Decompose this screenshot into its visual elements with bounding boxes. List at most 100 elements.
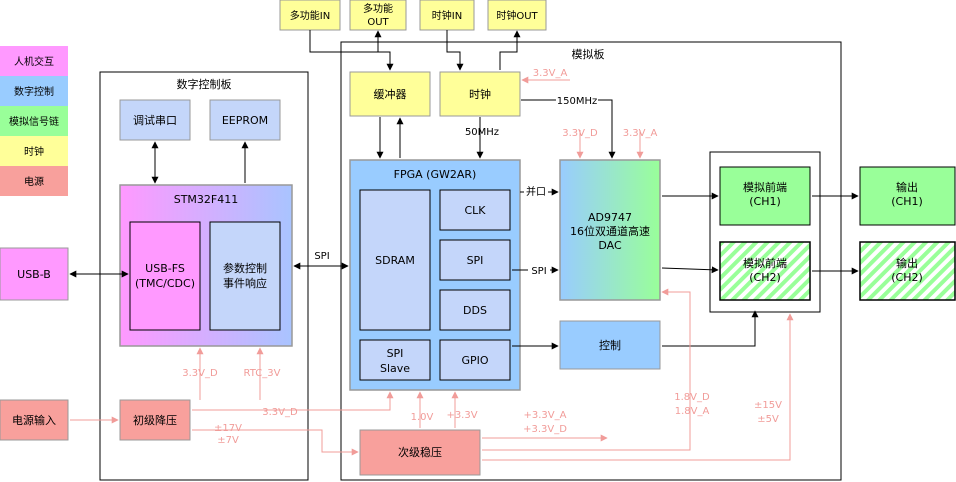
- afe-ch1-label-1: 模拟前端: [743, 180, 787, 194]
- multi-in-to-buffer: [309, 30, 394, 71]
- legend-label-analog: 模拟信号链: [9, 115, 59, 128]
- usbfs-box: [129, 221, 201, 331]
- analog-board-title: 模拟板: [572, 47, 605, 61]
- fpga-gpio-label: GPIO: [461, 354, 488, 367]
- control-to-afe: [662, 310, 759, 347]
- afe-ch2-label-2: (CH2): [749, 271, 781, 284]
- spi-dac-label: SPI: [531, 266, 546, 277]
- output-ch2-box: [859, 241, 956, 301]
- output-ch1-label-1: 输出: [896, 180, 918, 194]
- fpga-clk-box: [439, 189, 511, 231]
- usbfs-label-1: USB-FS: [145, 262, 185, 275]
- buffer-box: [349, 71, 431, 117]
- pwr-label-33d-out: +3.3V_D: [523, 424, 567, 435]
- dac-label-2: 16位双通道高速: [570, 224, 650, 238]
- pwr-label-dac-33d: 3.3V_D: [562, 128, 598, 139]
- clk-out-label: 时钟OUT: [496, 9, 538, 22]
- afe-ch1-label-2: (CH1): [749, 195, 781, 208]
- clock-to-dac: [521, 99, 616, 159]
- legend-swatch-clock: [0, 136, 68, 166]
- afe-ch1-box: [719, 166, 811, 226]
- spi-slave-box: [359, 339, 431, 381]
- dac-label-1: AD9747: [588, 211, 632, 224]
- fpga-dds-box: [439, 289, 511, 331]
- fpga-label: FPGA (GW2AR): [394, 168, 477, 181]
- digital-board-title: 数字控制板: [177, 77, 232, 91]
- control-label: 控制: [599, 338, 621, 352]
- eeprom-box: [209, 99, 281, 141]
- legend-label-clock: 时钟: [24, 145, 44, 158]
- pwr-15v: [482, 313, 794, 461]
- analog-board-frame: [340, 41, 842, 481]
- pwr-label-clock-33a: 3.3V_A: [533, 68, 568, 79]
- power-connectors: [70, 76, 794, 461]
- spi-dac-label-bg: [528, 264, 550, 277]
- debug-uart-label: 调试串口: [133, 114, 177, 127]
- clk-in-label: 时钟IN: [432, 9, 462, 22]
- fpga-clk-label: CLK: [464, 204, 486, 217]
- mhz150-label: 150MHz: [557, 96, 597, 107]
- pwr-label-15v: ±15V: [754, 400, 782, 411]
- spi-board-label: SPI: [314, 251, 329, 262]
- dac-to-afe2: [661, 266, 719, 274]
- pwr-label-33d-main: 3.3V_D: [262, 407, 298, 418]
- clock-to-clk-out: [499, 30, 521, 70]
- mhz50-label: 50MHz: [465, 127, 499, 138]
- output-ch1-box: [859, 166, 956, 226]
- pwr-label-33v: +3.3V: [446, 410, 477, 421]
- clk-in-to-clock: [446, 30, 464, 71]
- buffer-to-multi-out: [374, 30, 390, 53]
- pwr-label-18d: 1.8V_D: [674, 392, 710, 403]
- legend-label-digital: 数字控制: [14, 85, 54, 98]
- spi-label-bg: [311, 249, 333, 262]
- parallel-label-bg: [524, 185, 548, 198]
- usbfs-label-2: (TMC/CDC): [135, 277, 195, 290]
- dac-box: [559, 159, 661, 301]
- fpga-gpio-box: [439, 339, 511, 381]
- parallel-label: 并口: [526, 185, 546, 198]
- primary-reg-box: [119, 399, 191, 441]
- output-ch1-label-2: (CH1): [891, 195, 923, 208]
- multi-out-label-2: OUT: [367, 17, 389, 28]
- debug-uart-box: [119, 99, 191, 141]
- afe-group-frame: [709, 151, 821, 313]
- mhz150-label-bg: [556, 94, 598, 107]
- clock-label: 时钟: [469, 87, 491, 101]
- pwr-label-rtc: RTC_3V: [244, 368, 281, 379]
- primary-reg-label: 初级降压: [133, 413, 177, 427]
- fpga-dds-label: DDS: [463, 304, 487, 317]
- output-ch2-label-2: (CH2): [891, 271, 923, 284]
- top-io: 多功能IN 多功能 OUT 时钟IN 时钟OUT: [279, 0, 547, 31]
- param-box: [209, 221, 281, 331]
- fpga-spi-box: [439, 239, 511, 281]
- legend-label-hmi: 人机交互: [14, 55, 54, 68]
- pwr-label-17v: ±17V: [214, 423, 242, 434]
- pwr-label-dac-33a: 3.3V_A: [623, 128, 658, 139]
- clk-out-box: [487, 0, 547, 31]
- output-ch2-label-1: 输出: [896, 256, 918, 270]
- usb-b-label: USB-B: [17, 268, 51, 281]
- multi-out-label-1: 多功能: [363, 2, 393, 15]
- pwr-label-5v: ±5V: [757, 414, 779, 425]
- sdram-box: [359, 189, 431, 331]
- pwr-label-mcu-33d: 3.3V_D: [182, 368, 218, 379]
- afe-ch2-label-1: 模拟前端: [743, 256, 787, 270]
- clock-box: [439, 71, 521, 117]
- mcu-label: STM32F411: [174, 193, 239, 206]
- sdram-label: SDRAM: [375, 254, 415, 267]
- buffer-label: 缓冲器: [374, 87, 407, 101]
- legend: 人机交互 数字控制 模拟信号链 时钟 电源: [0, 46, 68, 196]
- legend-label-power: 电源: [24, 175, 44, 188]
- control-box: [559, 320, 661, 370]
- pwr-label-33a-out: +3.3V_A: [524, 410, 567, 421]
- param-label-2: 事件响应: [223, 276, 267, 290]
- multi-out-box: [349, 0, 407, 31]
- legend-swatch-digital: [0, 76, 68, 106]
- legend-swatch-power: [0, 166, 68, 196]
- pwr-label-10v: 1.0V: [411, 412, 434, 423]
- param-label-1: 参数控制: [223, 261, 267, 275]
- afe-ch2-box: [719, 241, 811, 301]
- pwr-label-7v: ±7V: [217, 435, 239, 446]
- fpga-spi-label: SPI: [467, 254, 484, 267]
